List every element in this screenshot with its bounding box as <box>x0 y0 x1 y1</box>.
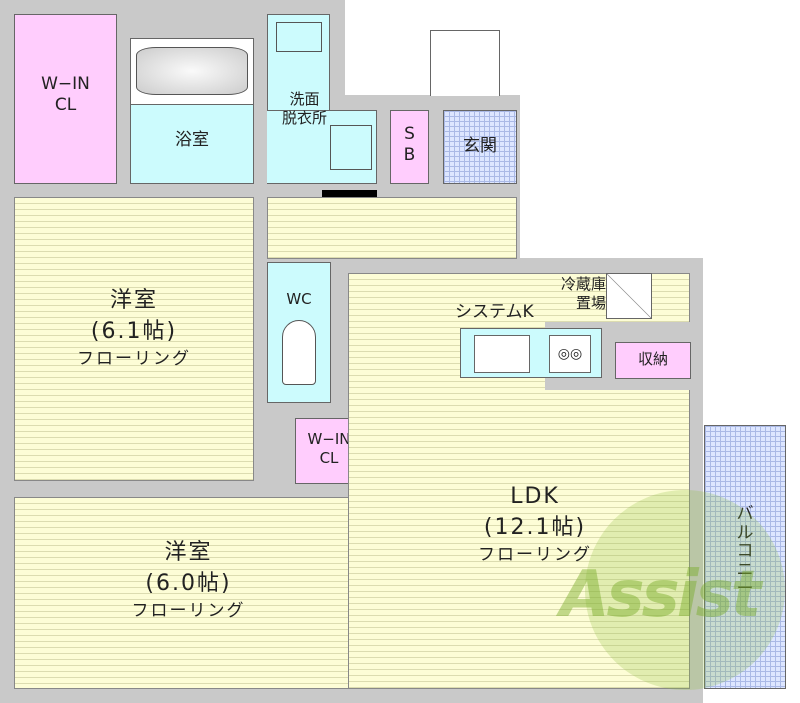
stove-icon: ◎◎ <box>549 335 591 373</box>
bedroom1-name: 洋室 <box>109 288 158 313</box>
washing-machine-icon <box>330 125 372 170</box>
fridge-label: 置場 <box>575 293 606 312</box>
washroom-label: 脱衣所 <box>281 108 327 127</box>
ldk-size: (12.1帖) <box>483 514 587 540</box>
entrance-label: 玄関 <box>463 136 497 156</box>
kitchen-counter: ◎◎ <box>460 328 602 378</box>
ldk-name: LDK <box>510 484 560 509</box>
entrance <box>443 110 517 184</box>
sb-label: S <box>404 124 415 144</box>
fridge-space <box>606 273 652 319</box>
balcony-label: バルコニー <box>736 504 754 599</box>
toilet-icon <box>282 320 316 385</box>
bedroom1-floor: フローリング <box>77 348 191 369</box>
storage-label: 収納 <box>637 350 668 368</box>
bath-label: 浴室 <box>175 130 209 150</box>
wic2-label: W−IN <box>307 430 351 448</box>
bedroom-1 <box>14 197 254 481</box>
walk-in-closet-1 <box>14 14 117 184</box>
ldk-floor: フローリング <box>478 544 592 565</box>
shoe-box <box>390 110 429 184</box>
watermark-logo <box>585 490 785 690</box>
entrance-door <box>430 30 500 96</box>
watermark-text: Assist <box>560 558 761 632</box>
bedroom1-size: (6.1帖) <box>90 318 178 344</box>
wic1-label: W−IN <box>41 74 90 94</box>
bedroom-2 <box>14 497 363 689</box>
wall-segment <box>322 190 377 197</box>
hallway <box>267 197 517 259</box>
bedroom2-size: (6.0帖) <box>145 570 232 596</box>
bathtub-icon <box>136 47 248 95</box>
bathtub <box>130 38 254 105</box>
sb-label: B <box>403 145 416 166</box>
fridge-label: 冷蔵庫 <box>560 275 606 293</box>
kitchen-label: システムK <box>455 302 534 322</box>
bedroom2-name: 洋室 <box>164 540 213 565</box>
kitchen-sink-icon <box>474 335 530 373</box>
wic2-label: CL <box>319 448 339 467</box>
wc-label: WC <box>286 290 312 308</box>
washroom <box>267 110 377 184</box>
balcony <box>704 425 786 689</box>
sink-icon <box>276 22 322 52</box>
bedroom2-floor: フローリング <box>131 600 246 621</box>
storage <box>615 342 691 379</box>
wic1-label: CL <box>54 95 77 116</box>
washroom-label: 洗面 <box>289 90 320 108</box>
bathroom <box>130 104 254 184</box>
